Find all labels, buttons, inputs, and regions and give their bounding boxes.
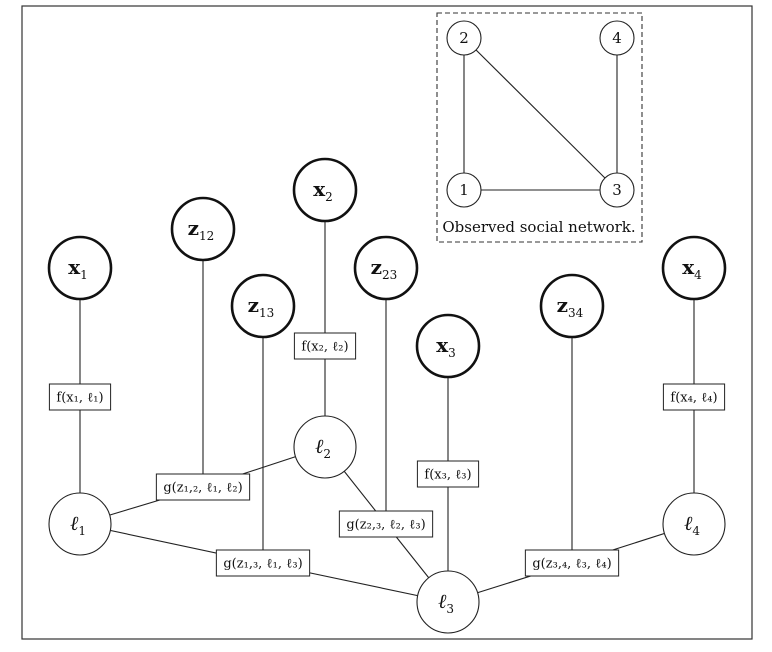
inset-dashed-frame	[436, 12, 643, 243]
node-circle	[661, 235, 727, 301]
factors-layer: f(x₁, ℓ₁) f(x₂, ℓ₂) f(x₃, ℓ₃) f(x₄, ℓ₄) g(z₁…	[48, 332, 726, 577]
social-network-inset: 1 2 3 4 Observed social network.	[436, 12, 643, 243]
node-circle	[353, 235, 419, 301]
factor-gz34: g(z₃,₄, ℓ₃, ℓ₄)	[524, 549, 620, 577]
node-label: ℓ4	[684, 511, 700, 538]
factor-label: g(z₁,₃, ℓ₁, ℓ₃)	[223, 557, 302, 572]
factor-fx1: f(x₁, ℓ₁)	[48, 383, 112, 411]
node-circle	[47, 235, 113, 301]
nodes-layer: x1 x2 x3 x4 z12 z13 z23 z34 ℓ1 ℓ2 ℓ3 ℓ4	[47, 157, 727, 634]
network-node-label: 4	[612, 29, 622, 47]
network-edges	[463, 37, 618, 191]
node-circle	[293, 415, 357, 479]
factor-fx2: f(x₂, ℓ₂)	[293, 332, 357, 360]
node-l1: ℓ1	[48, 492, 112, 556]
network-node-circle	[599, 20, 635, 56]
node-label: z23	[371, 255, 398, 282]
factor-label: f(x₁, ℓ₁)	[56, 391, 103, 406]
factor-box	[155, 473, 251, 501]
factor-box	[48, 383, 112, 411]
node-label: x3	[436, 333, 456, 360]
node-z34: z34	[539, 273, 605, 339]
factor-label: g(z₁,₂, ℓ₁, ℓ₂)	[163, 481, 242, 496]
node-z23: z23	[353, 235, 419, 301]
network-node-circle	[446, 20, 482, 56]
node-label: z13	[248, 293, 275, 320]
node-x4: x4	[661, 235, 727, 301]
factor-box	[662, 383, 726, 411]
network-node-label: 1	[459, 181, 469, 199]
factor-box	[338, 510, 434, 538]
factor-label: f(x₂, ℓ₂)	[301, 340, 348, 355]
network-node-circle	[599, 172, 635, 208]
node-label: z12	[188, 216, 215, 243]
node-label: z34	[557, 293, 584, 320]
node-z13: z13	[230, 273, 296, 339]
network-node-1: 1	[446, 172, 482, 208]
node-x3: x3	[415, 313, 481, 379]
factor-gz23: g(z₂,₃, ℓ₂, ℓ₃)	[338, 510, 434, 538]
factor-label: g(z₃,₄, ℓ₃, ℓ₄)	[532, 557, 611, 572]
node-label: x2	[313, 177, 333, 204]
node-circle	[662, 492, 726, 556]
factor-label: g(z₂,₃, ℓ₂, ℓ₃)	[346, 518, 425, 533]
factor-box	[416, 460, 480, 488]
node-label: ℓ1	[70, 511, 86, 538]
factor-label: f(x₃, ℓ₃)	[424, 468, 471, 483]
node-label: ℓ2	[315, 434, 331, 461]
network-caption: Observed social network.	[442, 218, 635, 236]
outer-frame	[21, 5, 753, 640]
node-x2: x2	[292, 157, 358, 223]
node-circle	[416, 570, 480, 634]
network-node-label: 3	[612, 181, 622, 199]
node-circle	[292, 157, 358, 223]
network-nodes: 1 2 3 4	[446, 20, 635, 208]
network-edge-2-3	[463, 37, 618, 191]
factor-box	[293, 332, 357, 360]
network-node-4: 4	[599, 20, 635, 56]
node-circle	[230, 273, 296, 339]
node-l2: ℓ2	[293, 415, 357, 479]
node-circle	[415, 313, 481, 379]
node-circle	[539, 273, 605, 339]
factor-box	[524, 549, 620, 577]
network-node-label: 2	[459, 29, 469, 47]
node-label: x4	[682, 255, 702, 282]
node-circle	[170, 196, 236, 262]
node-label: x1	[68, 255, 88, 282]
network-node-3: 3	[599, 172, 635, 208]
node-label: ℓ3	[438, 589, 454, 616]
factor-gz12: g(z₁,₂, ℓ₁, ℓ₂)	[155, 473, 251, 501]
factor-box	[215, 549, 311, 577]
node-circle	[48, 492, 112, 556]
node-l4: ℓ4	[662, 492, 726, 556]
network-node-circle	[446, 172, 482, 208]
node-z12: z12	[170, 196, 236, 262]
factor-fx4: f(x₄, ℓ₄)	[662, 383, 726, 411]
node-l3: ℓ3	[416, 570, 480, 634]
node-x1: x1	[47, 235, 113, 301]
factor-gz13: g(z₁,₃, ℓ₁, ℓ₃)	[215, 549, 311, 577]
factor-label: f(x₄, ℓ₄)	[670, 391, 717, 406]
factor-fx3: f(x₃, ℓ₃)	[416, 460, 480, 488]
network-node-2: 2	[446, 20, 482, 56]
